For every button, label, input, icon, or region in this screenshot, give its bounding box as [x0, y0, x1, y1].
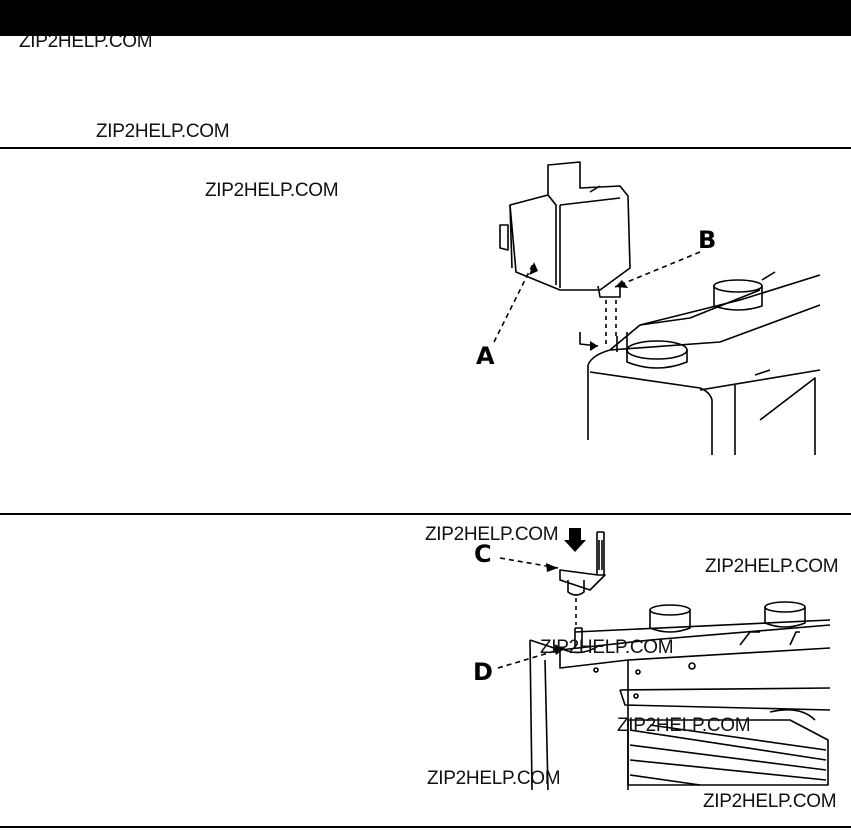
- callout-d: D: [473, 658, 493, 686]
- section-divider-1: [0, 147, 851, 149]
- section-divider-2: [0, 513, 851, 515]
- watermark-section3-a: ZIP2HELP.COM: [425, 524, 559, 545]
- watermark-section3-b: ZIP2HELP.COM: [705, 556, 839, 577]
- section-divider-3: [0, 826, 851, 828]
- watermark-section3-f: ZIP2HELP.COM: [703, 791, 837, 812]
- watermark-section3-e: ZIP2HELP.COM: [427, 768, 561, 789]
- watermark-top: ZIP2HELP.COM: [19, 36, 153, 47]
- header-bar: [0, 0, 851, 36]
- callout-a: A: [476, 342, 495, 370]
- watermark-section3-d: ZIP2HELP.COM: [617, 715, 751, 736]
- callout-b: B: [698, 226, 716, 254]
- watermark-section1: ZIP2HELP.COM: [96, 121, 230, 142]
- callout-c: C: [474, 540, 492, 568]
- watermark-section2: ZIP2HELP.COM: [205, 180, 339, 201]
- watermark-section3-c: ZIP2HELP.COM: [540, 637, 674, 658]
